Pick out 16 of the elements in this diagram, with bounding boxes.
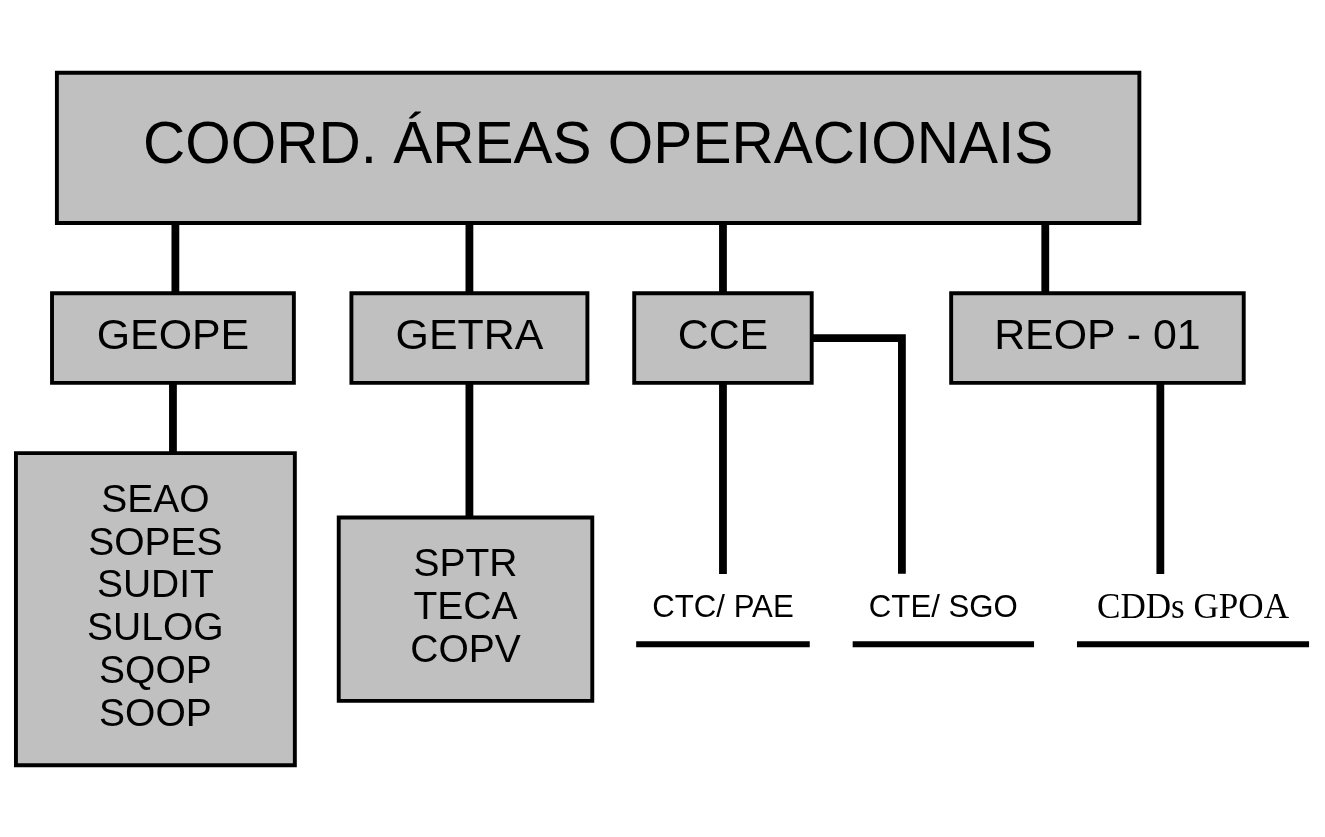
- connector: [171, 222, 180, 293]
- node-box: REOP - 01: [949, 290, 1246, 385]
- connector: [719, 222, 727, 293]
- node-box: GETRA: [349, 290, 590, 385]
- node-box: CCE: [632, 290, 814, 385]
- connector: [465, 382, 474, 517]
- node-box: SEAO SOPES SUDIT SULOG SQOP SOOP: [14, 450, 297, 767]
- node-box: COORD. ÁREAS OPERACIONAIS: [54, 70, 1142, 225]
- node-box: GEOPE: [50, 290, 296, 385]
- connector: [169, 382, 177, 453]
- node-text: CDDs GPOA: [1096, 586, 1290, 626]
- node-text: CTE/ SGO: [868, 588, 1018, 624]
- connector: [1041, 222, 1050, 293]
- node-text: CTC/ PAE: [652, 588, 794, 624]
- connector: [465, 222, 474, 293]
- node-box: SPTR TECA COPV: [336, 515, 595, 703]
